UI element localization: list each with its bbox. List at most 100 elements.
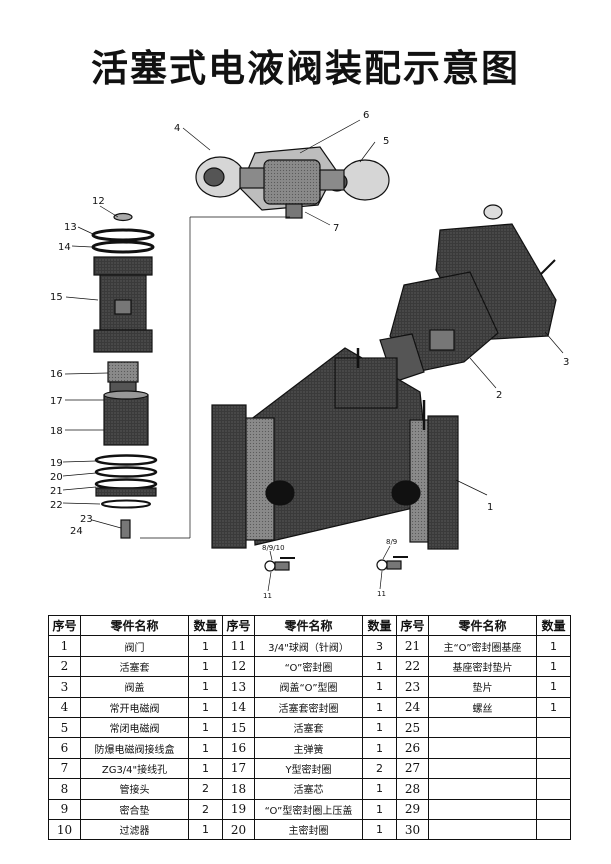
table-cell: 1 — [362, 818, 397, 841]
table-cell: 阀门 — [80, 635, 189, 657]
table-cell: ZG3/4"接线孔 — [80, 757, 189, 780]
callout-3: 3 — [563, 357, 569, 368]
table-cell — [536, 798, 571, 820]
table-cell: 防爆电磁阀接线盒 — [80, 737, 189, 759]
table-cell: 1 — [188, 716, 223, 739]
table-cell: 1 — [188, 676, 223, 698]
table-cell: 1 — [188, 696, 223, 718]
table-cell: 1 — [188, 635, 223, 657]
callout-2: 2 — [496, 390, 502, 401]
table-cell — [428, 757, 537, 780]
table-cell: 活塞套密封圈 — [254, 696, 363, 718]
table-cell: 18 — [222, 778, 255, 800]
table-cell: 常开电磁阀 — [80, 696, 189, 718]
table-cell — [536, 757, 571, 780]
table-cell: 主密封圈 — [254, 818, 363, 841]
table-cell: 15 — [222, 716, 255, 739]
table-cell: 23 — [396, 676, 429, 698]
table-cell: 螺丝 — [428, 696, 537, 718]
table-cell — [428, 798, 537, 820]
callout-22: 22 — [50, 500, 63, 511]
table-cell: 13 — [222, 676, 255, 698]
table-cell: 垫片 — [428, 676, 537, 698]
table-cell: 24 — [396, 696, 429, 718]
table-cell: 9 — [48, 798, 81, 820]
table-cell: 过滤器 — [80, 818, 189, 841]
table-cell: 6 — [48, 737, 81, 759]
table-cell: 25 — [396, 716, 429, 739]
table-cell: 1 — [536, 635, 571, 657]
callout-numbers: 1 2 3 4 5 6 7 8/9/10 8/9 11 11 12 13 14 … — [50, 110, 569, 600]
exploded-column — [91, 212, 158, 539]
table-cell: 1 — [536, 696, 571, 718]
table-cell: 1 — [188, 757, 223, 780]
header-cell: 零件名称 — [428, 614, 537, 637]
table-cell: 主弹簧 — [254, 737, 363, 759]
header-cell: 序号 — [222, 614, 255, 637]
table-cell: 17 — [222, 757, 255, 780]
table-cell: 常闭电磁阀 — [80, 716, 189, 739]
header-cell: 数量 — [536, 614, 571, 637]
callout-11a: 11 — [263, 592, 272, 600]
table-cell: 主“O”密封圈基座 — [428, 635, 537, 657]
callout-1: 1 — [487, 502, 493, 513]
table-cell: Y型密封圈 — [254, 757, 363, 780]
header-cell: 序号 — [48, 614, 81, 637]
page-title: 活塞式电液阀装配示意图 — [91, 47, 520, 90]
table-cell: 20 — [222, 818, 255, 841]
table-cell: 1 — [362, 676, 397, 698]
table-cell: 3 — [48, 676, 81, 698]
callout-8-9: 8/9 — [386, 538, 397, 546]
table-cell: 1 — [362, 737, 397, 759]
table-cell: 2 — [188, 798, 223, 820]
table-cell: 1 — [362, 655, 397, 678]
table-cell — [428, 716, 537, 739]
table-cell: 28 — [396, 778, 429, 800]
table-cell — [428, 778, 537, 800]
table-cell: 7 — [48, 757, 81, 780]
table-cell — [428, 737, 537, 759]
callout-4: 4 — [174, 123, 180, 134]
table-cell: 1 — [362, 716, 397, 739]
table-cell — [536, 737, 571, 759]
table-cell: 阀盖 — [80, 676, 189, 698]
callout-14: 14 — [58, 242, 71, 253]
header-cell: 数量 — [188, 614, 223, 637]
table-cell: 2 — [188, 778, 223, 800]
callout-5: 5 — [383, 136, 389, 147]
table-cell: 12 — [222, 655, 255, 678]
assembly-diagram: 1 2 3 4 5 6 7 8/9/10 8/9 11 11 12 13 14 … — [50, 110, 569, 600]
table-cell: 活塞套 — [80, 655, 189, 678]
header-cell: 零件名称 — [254, 614, 363, 637]
leader-lines — [62, 119, 564, 592]
cover-and-sleeve — [379, 204, 557, 383]
table-cell: 活塞芯 — [254, 778, 363, 800]
table-cell: 11 — [222, 635, 255, 657]
callout-16: 16 — [50, 369, 63, 380]
table-cell: 10 — [48, 818, 81, 841]
table-cell: 密合垫 — [80, 798, 189, 820]
pipe-fittings — [264, 556, 408, 572]
table-cell: 2 — [362, 757, 397, 780]
table-cell: 1 — [536, 655, 571, 678]
table-cell — [536, 818, 571, 841]
table-cell: 16 — [222, 737, 255, 759]
callout-21: 21 — [50, 486, 63, 497]
callout-13: 13 — [64, 222, 77, 233]
callout-17: 17 — [50, 396, 63, 407]
header-cell: 数量 — [362, 614, 397, 637]
table-cell: “O”密封圈 — [254, 655, 363, 678]
callout-12: 12 — [92, 196, 105, 207]
table-cell: 1 — [536, 676, 571, 698]
table-cell: 4 — [48, 696, 81, 718]
table-cell: 1 — [188, 818, 223, 841]
